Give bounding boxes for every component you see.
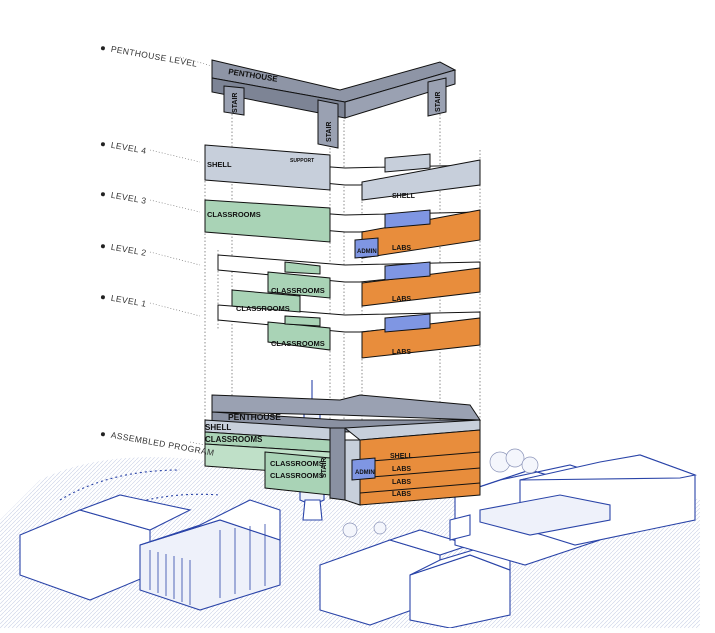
labs-label-l1: LABS	[392, 349, 411, 356]
admin-label-assembled: ADMIN	[355, 470, 375, 476]
bullet-icon	[100, 294, 106, 300]
classrooms-label-l3: CLASSROOMS	[207, 210, 261, 219]
stair-label-assembled: STAIR	[321, 458, 328, 478]
labs-label-assembled-1: LABS	[392, 466, 411, 473]
labs-label-l3: LABS	[392, 245, 411, 252]
shell-label-assembled-right: SHELL	[390, 453, 414, 460]
classrooms-label-l2: CLASSROOMS	[271, 286, 325, 295]
bullet-icon	[100, 141, 106, 147]
support-label-l4: SUPPORT	[290, 158, 314, 164]
stair-label-center: STAIR	[326, 122, 333, 142]
level-4-plate	[204, 144, 481, 201]
bullet-icon	[100, 191, 106, 197]
stair-label-left: STAIR	[232, 93, 239, 113]
penthouse-level	[211, 59, 457, 149]
stair-label-right: STAIR	[435, 92, 442, 112]
bullet-icon	[100, 431, 106, 437]
classrooms-label-l1b: CLASSROOMS	[271, 339, 325, 348]
assembled-building	[204, 394, 481, 506]
classrooms-label-l1a: CLASSROOMS	[236, 304, 290, 313]
classrooms-label-assembled-2: CLASSROOMS	[270, 459, 324, 468]
bullet-icon	[100, 45, 106, 51]
bullet-icon	[100, 243, 106, 249]
labs-label-assembled-2: LABS	[392, 479, 411, 486]
shell-label-assembled: SHELL	[205, 423, 231, 432]
campus-context	[0, 380, 700, 629]
level-2-plate	[217, 254, 481, 307]
level-leader-lines	[149, 56, 213, 446]
penthouse-label-assembled: PENTHOUSE	[228, 412, 281, 422]
labs-label-assembled-3: LABS	[392, 491, 411, 498]
level-3-plate	[204, 199, 481, 259]
shell-label-l4-right: SHELL	[392, 193, 416, 200]
classrooms-label-assembled: CLASSROOMS	[205, 435, 263, 444]
level-1-plate	[217, 289, 481, 359]
classrooms-label-assembled-3: CLASSROOMS	[270, 471, 324, 480]
admin-label-l3: ADMIN	[357, 249, 377, 255]
shell-label-l4: SHELL	[207, 160, 232, 169]
labs-label-l2: LABS	[392, 296, 411, 303]
